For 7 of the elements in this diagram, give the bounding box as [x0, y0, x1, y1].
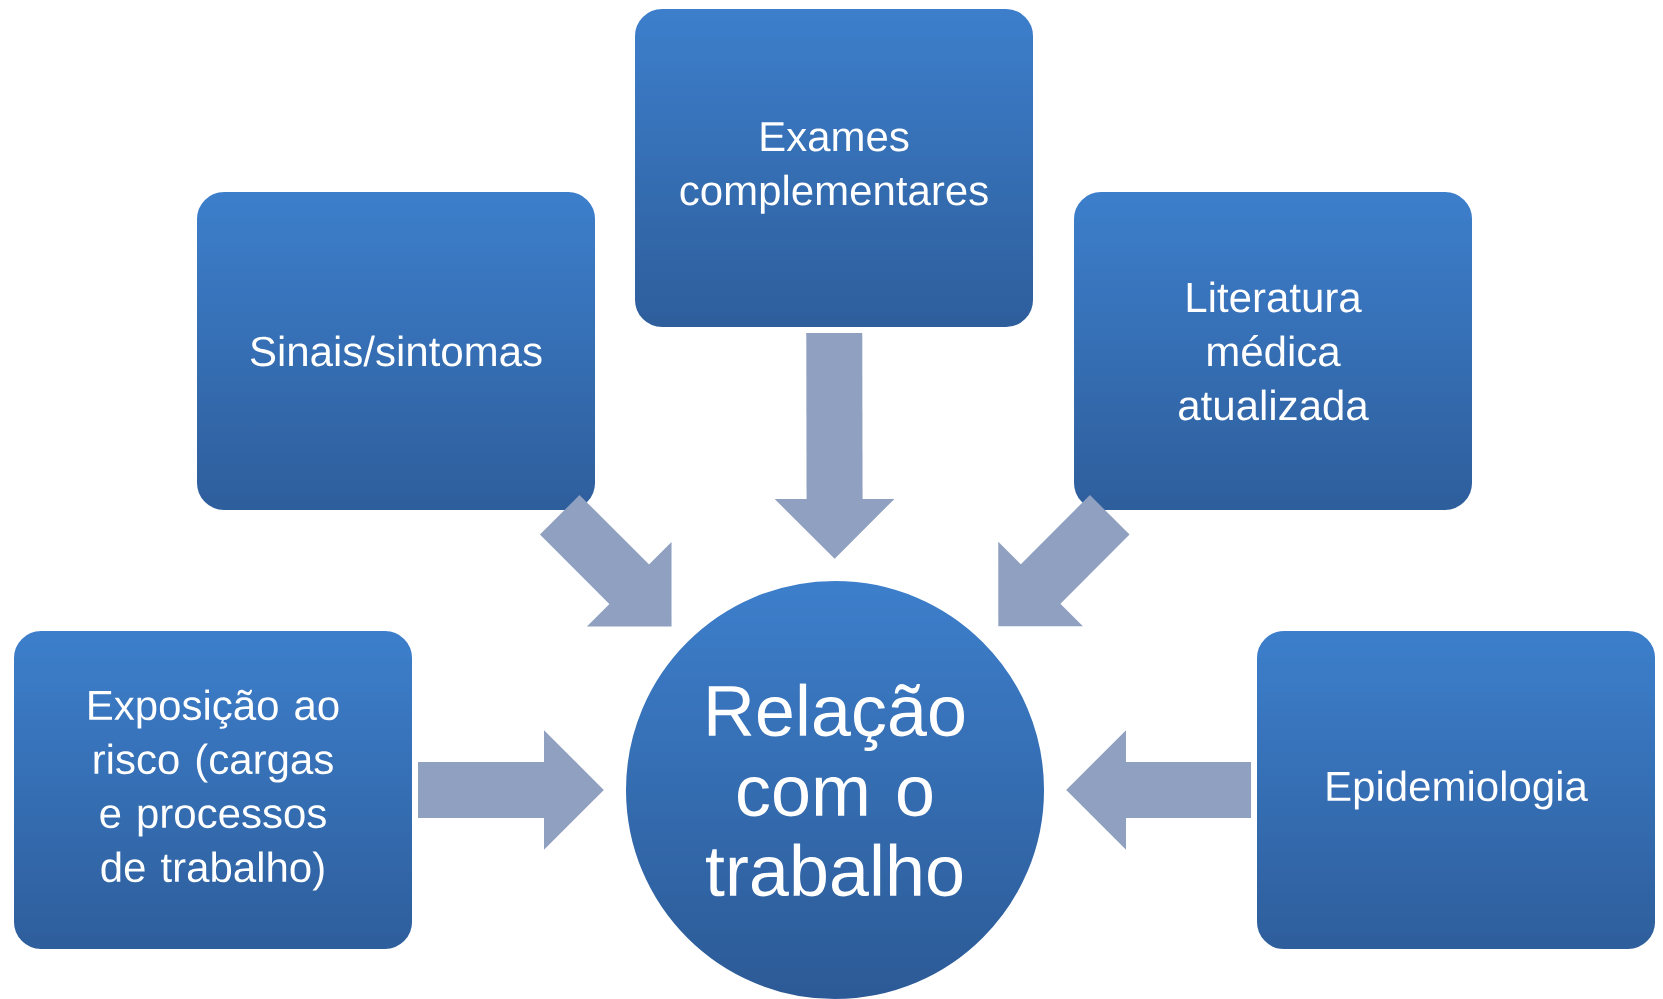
block-arrow: [998, 495, 1130, 627]
block-arrow: [539, 495, 672, 627]
process-box: Epidemiologia: [1255, 629, 1657, 951]
process-box: Literatura médica atualizada: [1072, 190, 1474, 512]
process-box: Sinais/sintomas: [195, 190, 597, 512]
process-box: Exames complementares: [633, 7, 1035, 329]
process-box: Exposição ao risco (cargas e processos de trabalho): [12, 629, 414, 951]
